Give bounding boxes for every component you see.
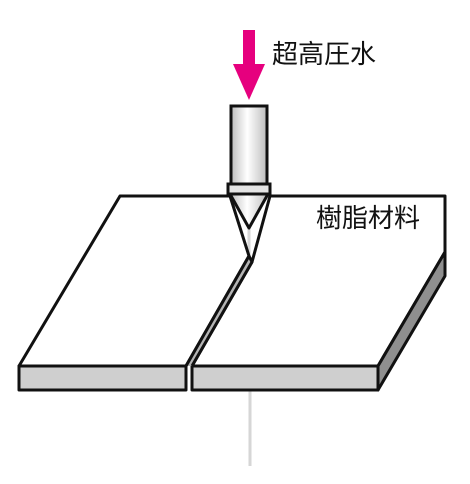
right-plate-front — [190, 364, 380, 392]
right-plate-side — [376, 250, 447, 392]
nozzle-body — [229, 104, 269, 190]
left-plate — [17, 194, 251, 392]
water-label: 超高圧水 — [272, 40, 377, 70]
pressure-arrow-icon — [233, 30, 265, 100]
material-label: 樹脂材料 — [316, 204, 421, 234]
cut-kerf — [184, 254, 254, 367]
left-plate-front — [17, 364, 188, 392]
right-plate — [190, 194, 447, 392]
nozzle — [226, 104, 272, 230]
nozzle-tip — [228, 192, 270, 230]
